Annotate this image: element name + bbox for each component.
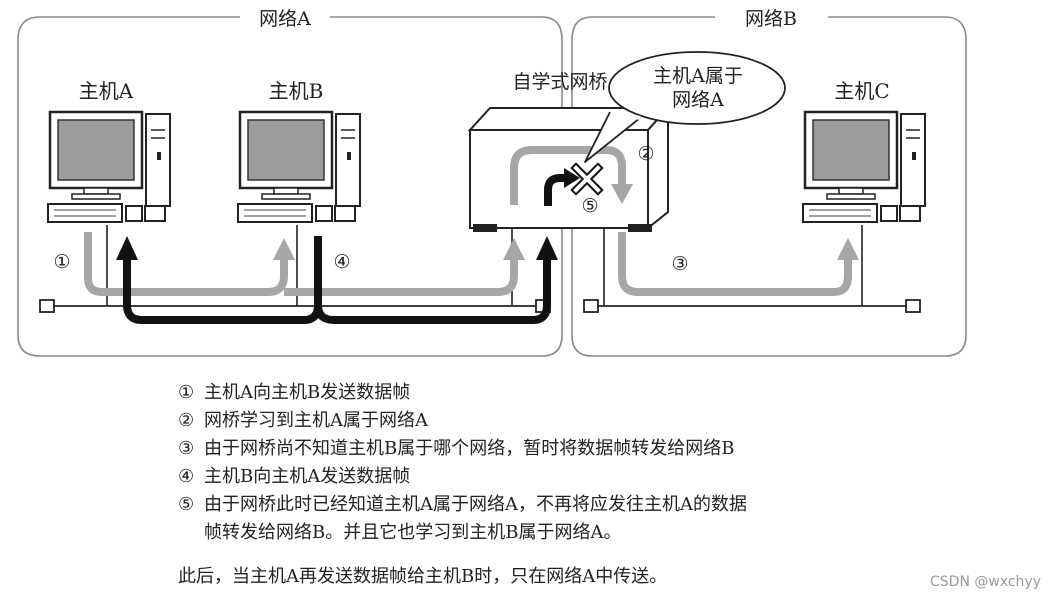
bridge-speech-bubble [584, 51, 786, 163]
step-text: 由于网桥此时已经知道主机A属于网络A，不再将应发往主机A的数据 [204, 494, 747, 515]
bridge-label: 自学式网桥 [512, 71, 607, 93]
arrow-step5-turn [544, 174, 566, 206]
gray-arrowheads [273, 184, 859, 260]
computer-icon [236, 110, 362, 224]
arrow-step4 [123, 236, 322, 324]
step-text: 主机A向主机B发送数据帧 [204, 382, 411, 403]
step-caption: ③ 由于网桥尚不知道主机B属于哪个网络，暂时将数据帧转发给网络B [178, 438, 734, 460]
step-text-continuation: 帧转发给网络B。并且它也学习到主机B属于网络A。 [204, 522, 622, 543]
step-number: ② [178, 410, 195, 431]
bubble-text-line2: 网络A [672, 89, 724, 111]
black-arrowheads [116, 168, 580, 260]
network-bridge-diagram: 网络A 网络B 主机A 主机B 主机C 自学式网桥 [17, 8, 967, 357]
step-text: 主机B向主机A发送数据帧 [204, 466, 411, 487]
host-b-label: 主机B [269, 79, 324, 103]
arrow-step3 [618, 232, 852, 296]
step-number: ⑤ [178, 494, 195, 515]
watermark: CSDN @wxchyy [930, 574, 1041, 590]
computer-icon [801, 110, 927, 224]
step-text: 网桥学习到主机A属于网络A [204, 410, 428, 431]
blocked-x-icon [570, 162, 604, 196]
arrow-step2 [510, 146, 626, 205]
bridge-device [467, 105, 671, 232]
computer-icon [46, 110, 172, 224]
arrow-step4-to-bridge [314, 258, 551, 324]
arrow-step1-to-bridge [284, 258, 518, 296]
network-b-label: 网络B [745, 8, 797, 30]
marker-step1: ① [53, 251, 70, 273]
network-a-label: 网络A [259, 8, 311, 30]
summary-text: 此后，当主机A再发送数据帧给主机B时，只在网络A中传送。 [178, 566, 668, 587]
network-a-frame [17, 16, 563, 357]
bubble-text-line1: 主机A属于 [653, 65, 743, 87]
bus-terminator [39, 299, 55, 313]
step-number: ③ [178, 438, 195, 459]
arrow-step1 [84, 232, 288, 296]
bus-terminator [905, 299, 921, 313]
marker-step4: ④ [333, 251, 350, 273]
host-c-label: 主机C [834, 79, 889, 103]
marker-step3: ③ [671, 253, 688, 275]
step-text: 由于网桥尚不知道主机B属于哪个网络，暂时将数据帧转发给网络B [204, 438, 735, 459]
marker-step2: ② [637, 143, 654, 165]
marker-step5: ⑤ [581, 195, 598, 217]
bus-terminator [583, 299, 599, 313]
gray-arrows [84, 146, 852, 296]
black-arrows [123, 174, 566, 324]
step-number: ④ [178, 466, 195, 487]
network-b-frame [571, 16, 967, 357]
host-a-label: 主机A [79, 79, 134, 103]
step-caption: ④ 主机B向主机A发送数据帧 [178, 466, 410, 488]
step-number: ① [178, 382, 195, 403]
step-caption: ② 网桥学习到主机A属于网络A [178, 410, 428, 432]
step-caption: ① 主机A向主机B发送数据帧 [178, 382, 410, 404]
step-caption: ⑤ 由于网桥此时已经知道主机A属于网络A，不再将应发往主机A的数据 [178, 494, 747, 516]
